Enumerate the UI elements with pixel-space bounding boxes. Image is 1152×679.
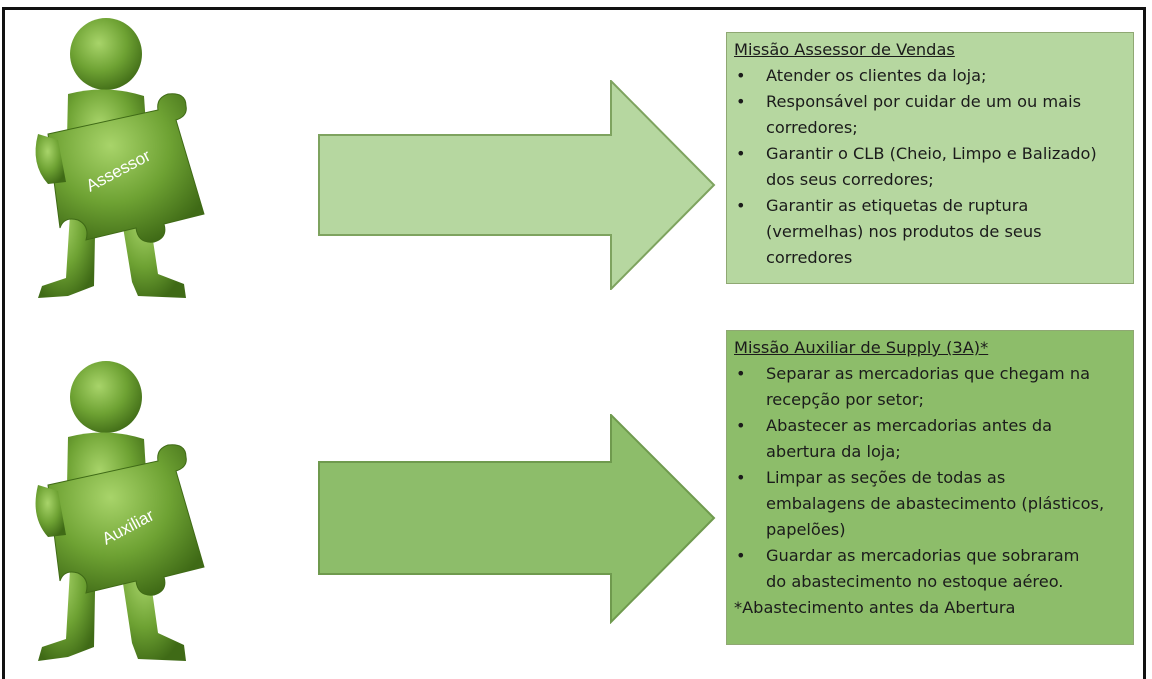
item-line: Garantir o CLB (Cheio, Limpo e Balizado): [766, 144, 1097, 163]
mission-list: Separar as mercadorias que chegam na rece…: [734, 361, 1125, 595]
mission-item: Limpar as seções de todas as embalagens d…: [734, 465, 1125, 543]
mission-item: Garantir o CLB (Cheio, Limpo e Balizado)…: [734, 141, 1125, 193]
mission-item: Abastecer as mercadorias antes da abertur…: [734, 413, 1125, 465]
item-line: embalagens de abastecimento (plásticos,: [766, 494, 1105, 513]
item-line: Abastecer as mercadorias antes da: [766, 416, 1053, 435]
footnote: *Abastecimento antes da Abertura: [734, 598, 1016, 617]
mission-item: Separar as mercadorias que chegam na rece…: [734, 361, 1125, 413]
item-line: papelões): [766, 520, 846, 539]
item-line: do abastecimento no estoque aéreo.: [766, 572, 1064, 591]
auxiliar-figure: Auxiliar: [8, 357, 228, 677]
mission-item: Garantir as etiquetas de ruptura (vermelh…: [734, 193, 1125, 271]
item-line: Limpar as seções de todas as: [766, 468, 1006, 487]
assessor-figure: Assessor: [8, 14, 228, 306]
item-line: (vermelhas) nos produtos de seus: [766, 222, 1042, 241]
item-line: Atender os clientes da loja;: [766, 66, 987, 85]
right-arrow-top: [318, 80, 716, 290]
mission-title: Missão Assessor de Vendas: [734, 40, 955, 59]
item-line: corredores: [766, 248, 853, 267]
mission-box-assessor: Missão Assessor de Vendas Atender os cli…: [726, 32, 1134, 284]
mission-title: Missão Auxiliar de Supply (3A)*: [734, 338, 989, 357]
right-arrow-icon: [318, 80, 716, 290]
item-line: Responsável por cuidar de um ou mais: [766, 92, 1081, 111]
item-line: Separar as mercadorias que chegam na: [766, 364, 1091, 383]
mission-item: Guardar as mercadorias que sobraram do ab…: [734, 543, 1125, 595]
right-arrow-bottom: [318, 414, 716, 624]
person-holding-puzzle-piece-icon: Auxiliar: [35, 361, 205, 661]
item-line: abertura da loja;: [766, 442, 901, 461]
mission-item: Atender os clientes da loja;: [734, 63, 1125, 89]
person-holding-puzzle-piece-icon: Assessor: [35, 18, 205, 298]
item-line: Garantir as etiquetas de ruptura: [766, 196, 1029, 215]
mission-item: Responsável por cuidar de um ou mais corr…: [734, 89, 1125, 141]
item-line: recepção por setor;: [766, 390, 924, 409]
right-arrow-icon: [318, 414, 716, 624]
item-line: Guardar as mercadorias que sobraram: [766, 546, 1080, 565]
item-line: dos seus corredores;: [766, 170, 934, 189]
mission-list: Atender os clientes da loja; Responsável…: [734, 63, 1125, 271]
item-line: corredores;: [766, 118, 858, 137]
mission-box-auxiliar: Missão Auxiliar de Supply (3A)* Separar …: [726, 330, 1134, 645]
